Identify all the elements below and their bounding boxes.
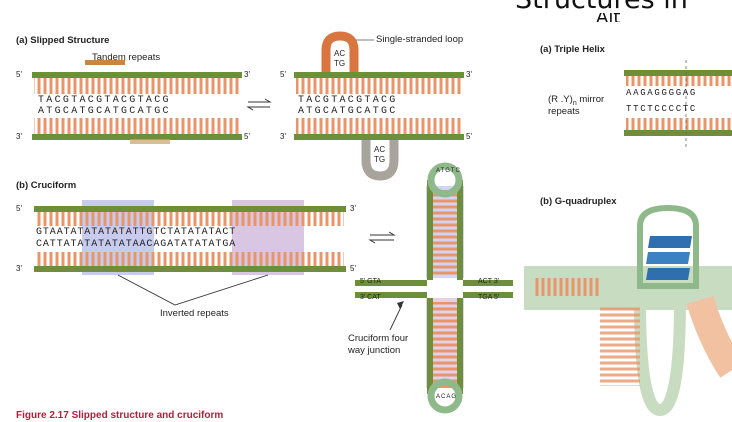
slipped-left-duplex xyxy=(32,60,242,144)
slipped-right-bottom-sequence: ATGCATGCATGC xyxy=(298,106,398,117)
slipped-left-top-sequence: TACGTACGTACGTACG xyxy=(38,95,171,106)
triple-helix-top-sequence: AAGAGGGGAG xyxy=(626,88,698,98)
cruciform-left-top-arm: 5' GTA xyxy=(360,278,382,285)
slipped-right-duplex xyxy=(294,31,464,181)
loop-top-bases: AC xyxy=(334,49,346,58)
single-stranded-loop-label: Single-stranded loop xyxy=(376,34,464,45)
five-prime-b-top: 5' xyxy=(16,204,22,213)
loop-bottom-bases-2: TG xyxy=(374,155,386,164)
figure-caption: Figure 2.17 Slipped structure and crucif… xyxy=(16,410,224,421)
cruciform-top-sequence: GTAATATATATATATTGTCTATATATACT xyxy=(36,227,237,238)
panel-b-title: (b) Cruciform xyxy=(16,180,77,191)
triple-helix-bottom-sequence: TTCTCCCCTC xyxy=(626,104,698,114)
panel-g-quadruplex-title: (b) G-quadruplex xyxy=(540,196,617,207)
cruciform-right-top-arm: ACT 3' xyxy=(478,278,500,285)
slide-heading-line2: Alt xyxy=(596,13,620,22)
panel-a-title: (a) Slipped Structure xyxy=(16,35,110,46)
three-prime-a2-top: 3' xyxy=(466,70,472,79)
slipped-left-bottom-sequence: ATGCATGCATGCATGC xyxy=(38,106,171,117)
slide-heading: Structures in xyxy=(515,0,688,15)
three-prime-a-bottom: 3' xyxy=(16,132,22,141)
cruciform-hairpin-top-bases: ATGTC xyxy=(436,168,461,174)
cruciform-junction-label-2: way junction xyxy=(348,345,401,356)
cruciform-junction-label-1: Cruciform four xyxy=(348,333,409,344)
equilibrium-arrows-b xyxy=(368,231,396,244)
three-prime-a2-bottom: 3' xyxy=(280,132,286,141)
mirror-repeats-label: (R .Y)n mirror xyxy=(548,94,605,107)
tandem-bracket xyxy=(85,60,125,65)
cruciform-bottom-sequence: CATTATATATATATAACAGATATATATGA xyxy=(36,239,237,250)
cruciform-left-bottom-arm: 3' CAT xyxy=(360,294,381,301)
cruciform-left-duplex xyxy=(34,200,346,306)
five-prime-a-top: 5' xyxy=(16,70,22,79)
loop-top-bases-2: TG xyxy=(334,59,346,68)
five-prime-a-bottom: 5' xyxy=(244,132,250,141)
three-prime-b-top: 3' xyxy=(350,204,356,213)
loop-bottom-bases: AC xyxy=(374,145,386,154)
cruciform-hairpin-bottom-bases: ACAG xyxy=(436,394,458,400)
five-prime-b-bottom: 5' xyxy=(350,264,356,273)
five-prime-a2-top: 5' xyxy=(280,70,286,79)
panel-triple-helix-title: (a) Triple Helix xyxy=(540,44,605,55)
cruciform-structure xyxy=(355,162,513,414)
tandem-repeats-label: Tandem repeats xyxy=(92,52,161,63)
equilibrium-arrows-a xyxy=(246,98,272,111)
g-quadruplex-panel xyxy=(524,204,732,417)
three-prime-a-top: 3' xyxy=(244,70,250,79)
slipped-right-top-sequence: TACGTACGTACG xyxy=(298,95,398,106)
cruciform-right-bottom-arm: TGA 5' xyxy=(478,294,500,301)
triple-helix-panel xyxy=(520,30,732,195)
inverted-repeats-label: Inverted repeats xyxy=(160,308,229,319)
five-prime-a2-bottom: 5' xyxy=(466,132,472,141)
mirror-repeats-label-2: repeats xyxy=(548,106,580,117)
three-prime-b-bottom: 3' xyxy=(16,264,22,273)
